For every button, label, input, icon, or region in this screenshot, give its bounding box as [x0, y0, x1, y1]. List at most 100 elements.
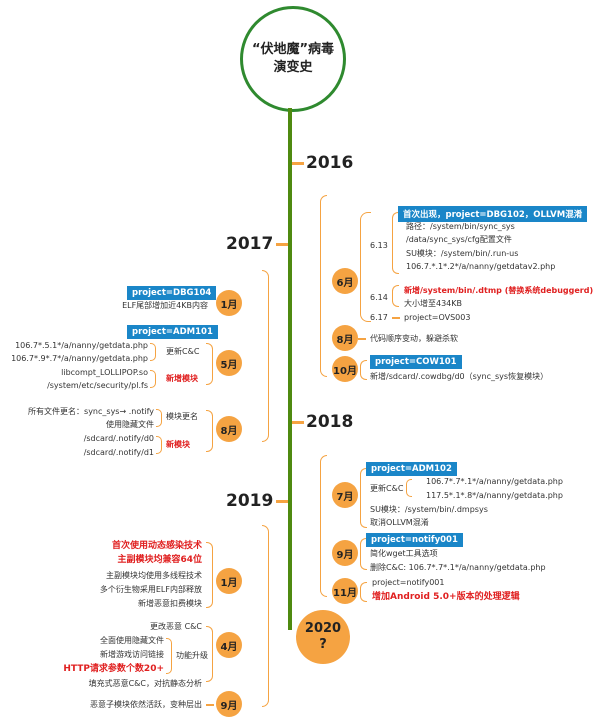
aug-new-label: 新模块 [166, 440, 190, 449]
title-circle: “伏地魔”病毒 演变史 [240, 6, 346, 112]
oct-2016-text: 新增/sdcard/.cowdbg/d0（sync_sys恢复模块） [370, 372, 549, 381]
bracket-6-13 [392, 212, 399, 274]
may-mod-line-2: /system/etc/security/pl.fs [47, 381, 148, 390]
tag-notify001: project=notify001 [366, 533, 463, 547]
bracket-jul-cc [406, 479, 412, 497]
jul-cc-line-1: 106.7*.7*.1*/a/nanny/getdata.php [426, 477, 563, 486]
apr-2019-red: HTTP请求参数个数20+ [63, 664, 164, 674]
jan-2019-line-3: 新增恶意扣费模块 [138, 599, 202, 608]
end-circle-2020: 2020 ? [296, 610, 350, 664]
bracket-may-mod [150, 370, 156, 388]
date-6-14: 6.14 [370, 293, 388, 302]
june-line-2: /data/sync_sys/cfg配置文件 [406, 235, 512, 244]
apr-2019-line-1: 全面使用隐藏文件 [100, 636, 164, 645]
bracket-2017-08 [206, 410, 213, 452]
may-cc-line-1: 106.7*.5.1*/a/nanny/getdata.php [15, 341, 148, 350]
june-size-line: 大小增至434KB [404, 299, 463, 308]
bracket-2018-09 [360, 538, 367, 570]
month-2017-05: 5月 [216, 350, 242, 376]
year-tick-2016 [292, 162, 304, 165]
bracket-2016-06 [360, 212, 371, 322]
month-2018-11: 11月 [332, 578, 358, 604]
aug-2016-text: 代码顺序变动，躲避杀软 [370, 334, 458, 343]
jul-cc-label: 更新C&C [370, 484, 404, 493]
tag-dbg102: 首次出现，project=DBG102，OLLVM混淆 [398, 206, 588, 222]
jan-2019-red-2: 主副模块均兼容64位 [117, 555, 202, 565]
timeline-spine [288, 108, 292, 630]
bracket-2018 [320, 455, 327, 597]
bracket-2017 [262, 270, 269, 442]
june-line-4: 106.7.*.1*.2*/a/nanny/getdatav2.php [406, 262, 556, 271]
jul-line-ollvm: 取消OLLVM混淆 [370, 518, 429, 527]
bracket-2019 [262, 525, 269, 707]
bracket-2016-10 [360, 360, 367, 380]
aug-rename-line-2: 使用隐藏文件 [106, 420, 154, 429]
aug-new-line-2: /sdcard/.notify/d1 [83, 448, 154, 457]
year-tick-2017 [276, 243, 288, 246]
month-2018-09: 9月 [332, 540, 358, 566]
june-line-1: 路径：/system/bin/sync_sys [406, 222, 515, 231]
aug-rename-line-1: 所有文件更名：sync_sys→ .notify [28, 407, 154, 416]
bracket-may-cc [150, 343, 156, 361]
date-6-13: 6.13 [370, 241, 388, 250]
year-2018: 2018 [306, 412, 354, 432]
month-2019-04: 4月 [216, 632, 242, 658]
bracket-aug-new [156, 436, 162, 454]
diagram-title: “伏地魔”病毒 演变史 [251, 42, 335, 75]
year-2017: 2017 [226, 234, 274, 254]
month-2016-08: 8月 [332, 325, 358, 351]
tag-dbg104: project=DBG104 [127, 286, 217, 300]
apr-2019-top: 更改恶意 C&C [150, 622, 202, 631]
year-tick-2018 [292, 421, 304, 424]
june-line-3: SU模块：/system/bin/.run-us [406, 249, 519, 258]
apr-2019-line-2: 新增游戏访问链接 [100, 650, 164, 659]
apr-2019-upgrade: 功能升级 [176, 651, 208, 660]
line-2019-09 [206, 704, 214, 706]
line-6-17 [392, 317, 400, 319]
bracket-2019-01 [206, 542, 213, 608]
bracket-apr-upgrade [166, 638, 172, 674]
jan-2019-line-2: 多个衍生物采用ELF内部释放 [99, 585, 202, 594]
year-2016: 2016 [306, 153, 354, 173]
bracket-2017-05 [206, 343, 213, 385]
year-2019: 2019 [226, 491, 274, 511]
may-cc-label: 更新C&C [166, 347, 200, 356]
nov-2018-red: 增加Android 5.0+版本的处理逻辑 [372, 592, 520, 602]
june-red-line: 新增/system/bin/.dtmp (替换系统debuggerd) [404, 286, 594, 295]
bracket-6-14 [392, 285, 399, 307]
aug-rename-label: 模块更名 [166, 412, 198, 421]
sep-2018-line-2: 删除C&C: 106.7*.7*.1*/a/nanny/getdata.php [370, 563, 546, 572]
june-project-line: project=OVS003 [404, 313, 471, 322]
may-mod-line-1: libcompt_LOLLIPOP.so [61, 368, 148, 377]
jan-2019-line-1: 主副模块均使用多线程技术 [106, 571, 202, 580]
sep-2019-text: 恶意子模块依然活跃，变种层出 [90, 700, 202, 709]
bracket-2016 [320, 195, 327, 377]
end-label: 2020 ? [304, 621, 342, 652]
month-2019-01: 1月 [216, 568, 242, 594]
tag-adm101: project=ADM101 [127, 325, 218, 339]
date-6-17: 6.17 [370, 313, 388, 322]
tag-cow101: project=COW101 [370, 355, 462, 369]
month-2016-06: 6月 [332, 268, 358, 294]
sep-2018-line-1: 简化wget工具选项 [370, 549, 438, 558]
apr-2019-bottom: 填充式恶意C&C，对抗静态分析 [88, 679, 202, 688]
month-2019-09: 9月 [216, 691, 242, 717]
may-cc-line-2: 106.7*.9*.7*/a/nanny/getdata.php [11, 354, 148, 363]
may-mod-label: 新增模块 [166, 374, 198, 383]
jan-2017-text: ELF尾部增加近4KB内容 [122, 301, 208, 310]
year-tick-2019 [276, 500, 288, 503]
bracket-2018-11 [360, 582, 367, 602]
line-2016-08 [358, 338, 366, 340]
bracket-2018-07 [360, 468, 367, 528]
bracket-aug-rename [156, 409, 162, 427]
tag-adm102: project=ADM102 [366, 462, 457, 476]
aug-new-line-1: /sdcard/.notify/d0 [83, 434, 154, 443]
nov-2018-line: project=notify001 [372, 578, 445, 587]
month-2018-07: 7月 [332, 482, 358, 508]
jan-2019-red-1: 首次使用动态感染技术 [111, 541, 202, 551]
jul-cc-line-2: 117.5*.1*.8*/a/nanny/getdata.php [426, 491, 563, 500]
month-2016-10: 10月 [332, 356, 358, 382]
jul-line-su: SU模块：/system/bin/.dmpsys [370, 505, 488, 514]
month-2017-01: 1月 [216, 290, 242, 316]
month-2017-08: 8月 [216, 416, 242, 442]
